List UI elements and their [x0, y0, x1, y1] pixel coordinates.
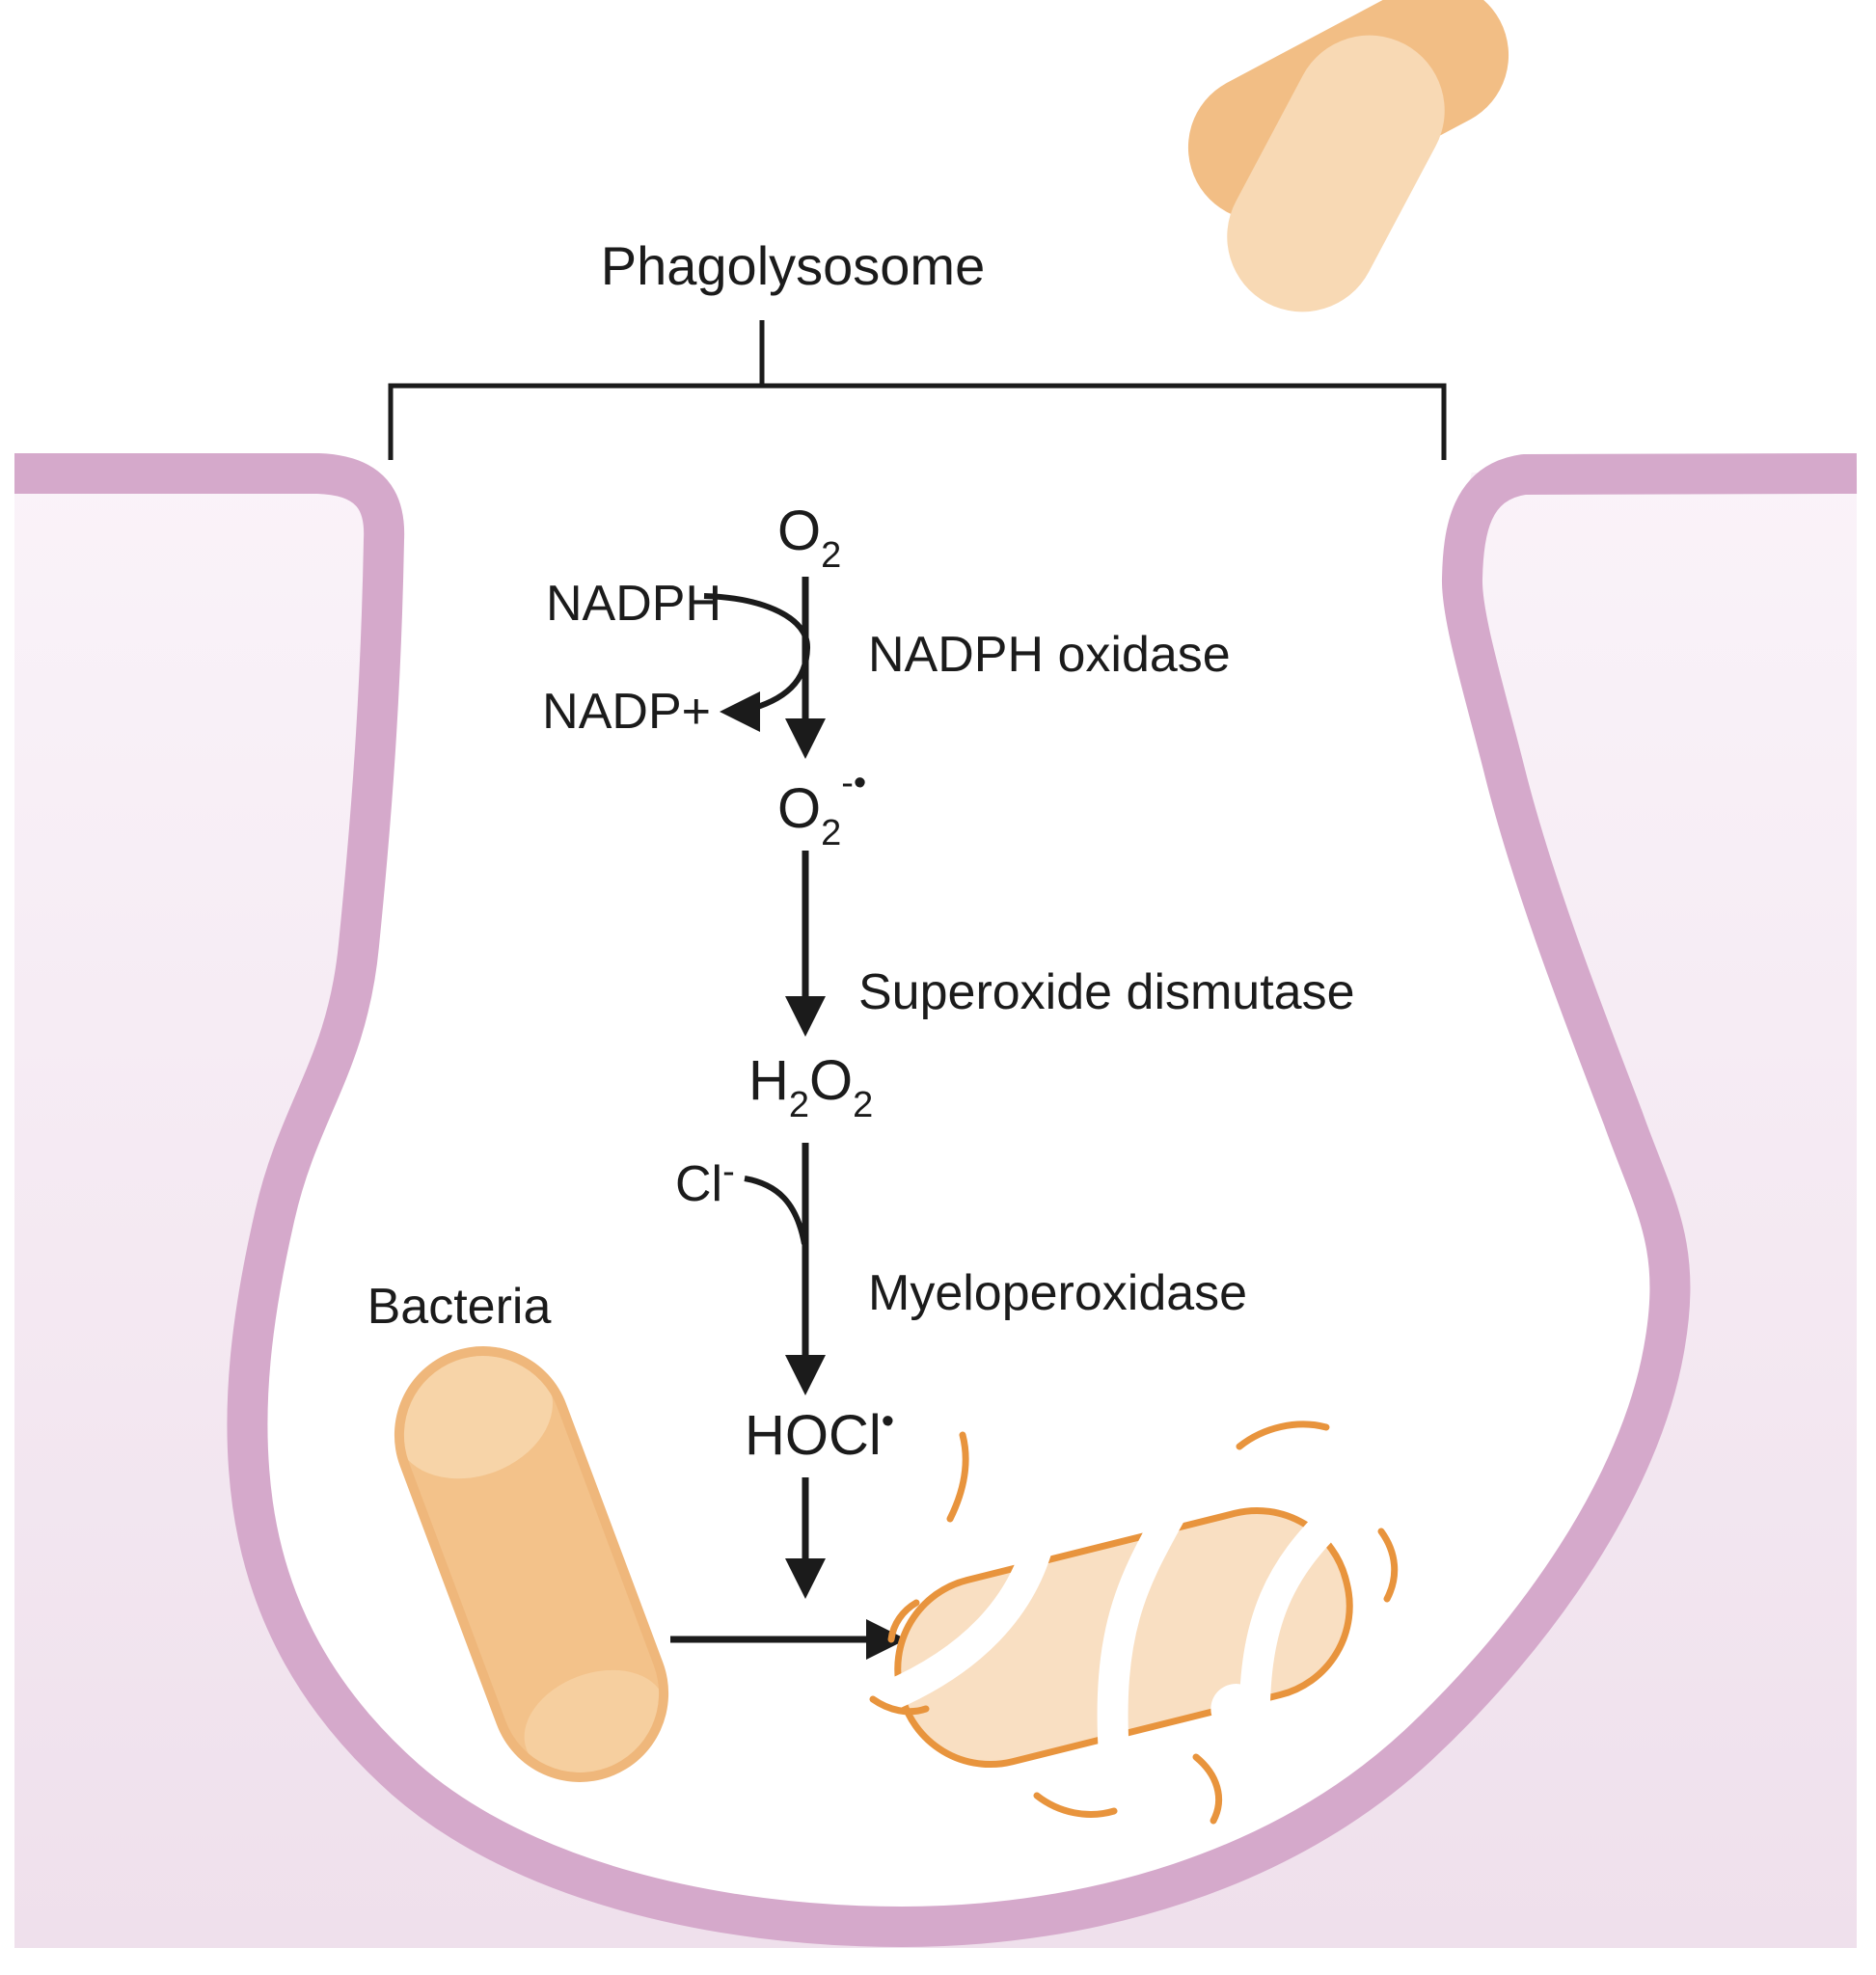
arrow-hocl-down-head	[785, 1558, 826, 1599]
label-bacteria: Bacteria	[367, 1279, 552, 1335]
bacterium-fragment-arc	[946, 1431, 969, 1523]
bacterium-fragment-arc	[869, 1695, 930, 1716]
bacterium-fragment-arc	[1236, 1420, 1330, 1450]
enzyme-myeloperoxidase: Myeloperoxidase	[868, 1265, 1247, 1321]
molecule-hocl: HOCl•	[745, 1401, 894, 1467]
molecule-h2o2: H2O2	[748, 1049, 873, 1125]
bacterium-outside-front	[1227, 35, 1445, 312]
bracket-line	[388, 383, 1447, 460]
label-nadph: NADPH	[546, 576, 721, 632]
arrow-kill-head	[866, 1619, 907, 1660]
cell-membrane	[14, 453, 1858, 1947]
molecule-superoxide: O2-•	[777, 763, 866, 853]
arrow-h2o2-hocl-head	[785, 1355, 826, 1395]
bacterium-fragment-arc	[1033, 1792, 1118, 1818]
nadp-arrow-head	[720, 691, 760, 732]
page-title: Phagolysosome	[601, 235, 985, 296]
nadph-cofactor-arc	[703, 593, 811, 714]
arrow-superoxide-h2o2-head	[785, 996, 826, 1037]
molecule-o2: O2	[777, 500, 841, 576]
bacterium-fragment-arc	[887, 1599, 920, 1643]
bacterium-intact	[394, 1346, 669, 1782]
bacterium-destroyed	[874, 1490, 1353, 1775]
label-cl: Cl-	[675, 1151, 735, 1212]
bacterium-fragment-arc	[1192, 1753, 1223, 1825]
label-nadp-plus: NADP+	[542, 684, 711, 740]
cl-cofactor-arc	[744, 1176, 807, 1245]
enzyme-superoxide-dismutase: Superoxide dismutase	[858, 964, 1355, 1020]
enzyme-nadph-oxidase: NADPH oxidase	[868, 627, 1231, 683]
arrow-o2-superoxide-head	[785, 718, 826, 759]
bacterium-fragment-arc	[1377, 1528, 1399, 1603]
